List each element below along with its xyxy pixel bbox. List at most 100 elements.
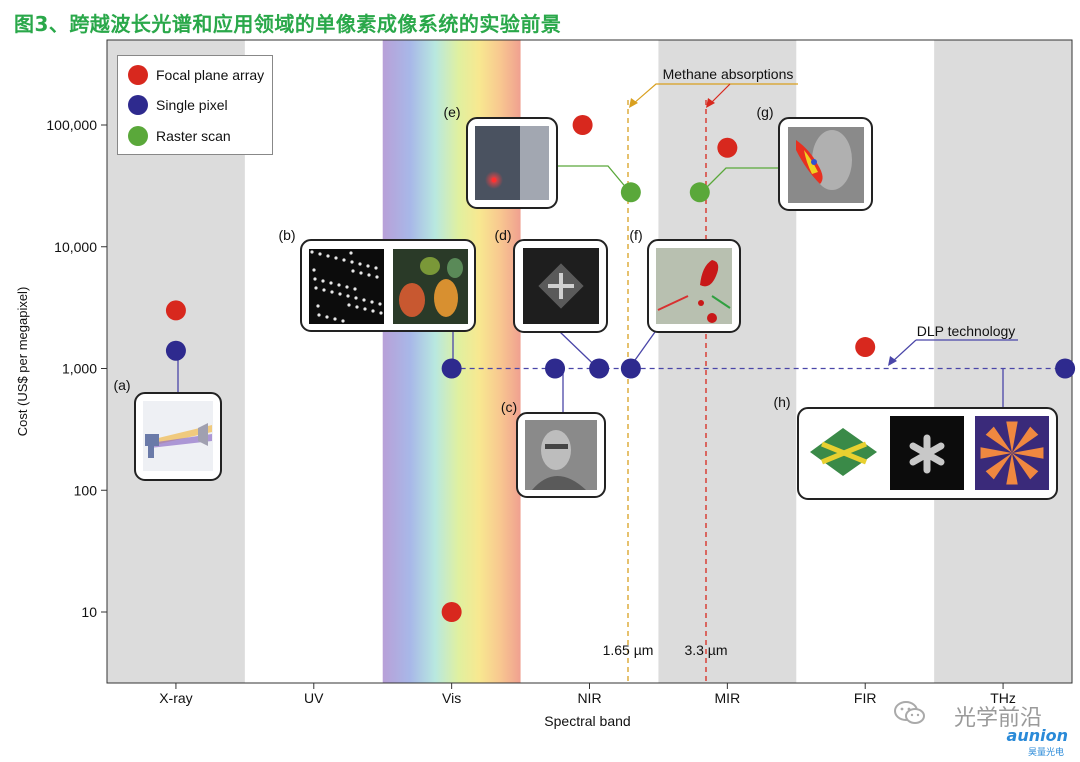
panel-label: (g) bbox=[756, 104, 773, 120]
x-tick-label-fir: FIR bbox=[854, 690, 877, 706]
inset-d-cross-v bbox=[559, 273, 563, 299]
panel-label: (b) bbox=[278, 227, 295, 243]
data-point-single-pixel bbox=[545, 358, 566, 379]
inset-b-cell-dot bbox=[367, 273, 371, 277]
inset-f-drop-2 bbox=[698, 300, 704, 306]
inset-h-sector bbox=[1006, 421, 1018, 453]
inset-h-sector bbox=[985, 453, 1012, 480]
inset-b-cell-dot bbox=[326, 254, 330, 258]
inset-h-sector bbox=[985, 426, 1012, 453]
watermark-brand: aunion bbox=[1006, 726, 1068, 745]
inset-b-cell-dot bbox=[349, 251, 353, 255]
dlp-annotation: DLP technology bbox=[917, 323, 1016, 339]
inset-a-stand-icon bbox=[148, 444, 154, 458]
inset-e-gas-dot bbox=[491, 177, 497, 183]
inset-b-figure-4 bbox=[447, 258, 463, 278]
legend-item-focal-plane-array: Focal plane array bbox=[128, 64, 264, 86]
inset-b-figure-3 bbox=[420, 257, 440, 275]
x-tick-label-thz: THz bbox=[990, 690, 1016, 706]
inset-f-image bbox=[656, 248, 732, 324]
inset-a-detector-icon bbox=[198, 423, 208, 446]
y-tick-label: 10 bbox=[81, 604, 97, 620]
inset-h-sector bbox=[1006, 453, 1018, 485]
inset-b-cell-dot bbox=[337, 283, 341, 287]
inset-b-cell-dot bbox=[366, 264, 370, 268]
panel-label: (f) bbox=[629, 227, 642, 243]
inset-b-cell-dot bbox=[345, 285, 349, 289]
legend-item-raster-scan: Raster scan bbox=[128, 125, 231, 147]
inset-b-cell-dot bbox=[333, 317, 337, 321]
legend-marker-red-icon bbox=[128, 65, 148, 85]
data-point-single-pixel bbox=[620, 358, 641, 379]
data-point-focal-plane-array bbox=[717, 137, 738, 158]
data-point-focal-plane-array bbox=[572, 115, 593, 135]
legend-label: Single pixel bbox=[156, 97, 228, 113]
x-tick-label-x-ray: X-ray bbox=[159, 690, 192, 706]
methane-label-2: 3.3 µm bbox=[684, 642, 727, 658]
inset-b-cell-dot bbox=[322, 288, 326, 292]
inset-c-face bbox=[541, 430, 571, 470]
inset-c-shoulders bbox=[532, 476, 586, 490]
inset-f-drop-1 bbox=[707, 313, 717, 323]
inset-b-cell-dot bbox=[316, 304, 320, 308]
inset-b-cell-dot bbox=[346, 294, 350, 298]
legend-marker-green-icon bbox=[128, 126, 148, 146]
inset-b-cell-dot bbox=[375, 275, 379, 279]
inset-b-cell-dot bbox=[310, 250, 314, 254]
y-tick-label: 100,000 bbox=[46, 117, 97, 133]
methane-arrowhead-1-icon bbox=[629, 98, 638, 108]
band-shade-thz bbox=[934, 40, 1072, 683]
inset-a-source-icon bbox=[145, 434, 159, 446]
inset-b-cell-dot bbox=[363, 307, 367, 311]
legend-label: Focal plane array bbox=[156, 67, 265, 83]
inset-b-cell-dot bbox=[313, 277, 317, 281]
inset-h-sector bbox=[980, 447, 1012, 459]
inset-b-cell-dot bbox=[353, 287, 357, 291]
inset-b-cell-dot bbox=[358, 262, 362, 266]
inset-b-cell-dot bbox=[370, 300, 374, 304]
inset-b-cell-dot bbox=[354, 296, 358, 300]
x-tick-label-nir: NIR bbox=[577, 690, 601, 706]
inset-b-cell-dot bbox=[330, 290, 334, 294]
inset-h-sector bbox=[1012, 426, 1039, 453]
inset-b-figure-1 bbox=[399, 283, 425, 317]
x-tick-label-uv: UV bbox=[304, 690, 324, 706]
data-point-raster-scan bbox=[620, 182, 641, 203]
methane-arrow-2 bbox=[709, 83, 731, 105]
inset-b-cell-dot bbox=[318, 252, 322, 256]
legend: Focal plane array Single pixel Raster sc… bbox=[117, 55, 273, 155]
inset-b-cell-dot bbox=[338, 292, 342, 296]
inset-f-blob bbox=[700, 260, 719, 287]
data-point-single-pixel bbox=[165, 340, 186, 361]
inset-h-sector bbox=[1012, 447, 1044, 459]
watermark-brand-sub: 昊量光电 bbox=[1027, 748, 1064, 758]
x-axis-label: Spectral band bbox=[544, 713, 630, 729]
data-point-single-pixel bbox=[1055, 358, 1076, 379]
inset-b-cell-dot bbox=[342, 258, 346, 262]
inset-b-cell-dot bbox=[355, 305, 359, 309]
inset-b-cell-dot bbox=[321, 279, 325, 283]
inset-b-cell-dot bbox=[341, 319, 345, 323]
data-point-single-pixel bbox=[441, 358, 462, 379]
y-tick-label: 1,000 bbox=[62, 361, 97, 377]
data-point-single-pixel bbox=[589, 358, 610, 379]
inset-b-cell-dot bbox=[362, 298, 366, 302]
inset-b-figure-2 bbox=[434, 279, 458, 317]
legend-label: Raster scan bbox=[156, 128, 231, 144]
dlp-arrowhead-icon bbox=[888, 356, 897, 366]
y-tick-label: 10,000 bbox=[54, 239, 97, 255]
y-axis-label: Cost (US$ per megapixel) bbox=[15, 287, 30, 437]
x-tick-label-mir: MIR bbox=[715, 690, 741, 706]
inset-b-cell-dot bbox=[351, 269, 355, 273]
watermark-text: 光学前沿 bbox=[953, 706, 1042, 731]
inset-b-cell-dot bbox=[312, 268, 316, 272]
panel-label: (c) bbox=[501, 399, 517, 415]
inset-b-cell-dot bbox=[379, 311, 383, 315]
panel-label: (a) bbox=[113, 377, 130, 393]
data-point-focal-plane-array bbox=[441, 602, 462, 622]
inset-b-cell-dot bbox=[374, 266, 378, 270]
inset-h-cross bbox=[821, 441, 867, 465]
inset-b-cell-dot bbox=[325, 315, 329, 319]
inset-c-glasses bbox=[545, 444, 568, 449]
methane-arrowhead-2-icon bbox=[706, 98, 715, 108]
